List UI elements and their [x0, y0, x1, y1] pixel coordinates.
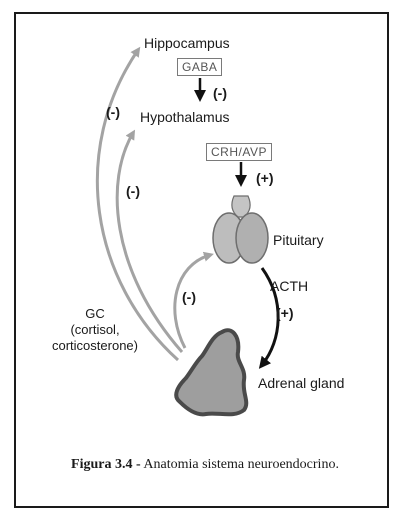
caption-figure-number: Figura 3.4 - [71, 457, 141, 472]
gc-line-2: (cortisol, [40, 322, 150, 338]
pituitary-feedback-sign: (-) [182, 290, 196, 304]
acth-label: ACTH [270, 279, 308, 293]
gaba-inhibit-sign: (-) [213, 86, 227, 100]
acth-stimulate-sign: (+) [276, 306, 294, 320]
hippocampus-feedback-sign: (-) [106, 105, 120, 119]
gc-label: GC (cortisol, corticosterone) [40, 306, 150, 354]
pituitary-gland [213, 196, 268, 263]
hypothalamus-feedback-sign: (-) [126, 184, 140, 198]
adrenal-gland [176, 330, 246, 414]
hypothalamus-label: Hypothalamus [140, 110, 230, 124]
gc-line-1: GC [40, 306, 150, 322]
adrenal-gland-label: Adrenal gland [258, 376, 344, 390]
caption-text: Anatomia sistema neuroendocrino. [143, 457, 339, 472]
hippocampus-label: Hippocampus [144, 36, 230, 50]
gc-line-3: corticosterone) [40, 338, 150, 354]
gaba-box: GABA [177, 58, 222, 76]
crh-stimulate-sign: (+) [256, 171, 274, 185]
figure-caption: Figura 3.4 - Anatomia sistema neuroendoc… [60, 455, 350, 475]
crh-avp-box: CRH/AVP [206, 143, 272, 161]
pituitary-label: Pituitary [273, 233, 324, 247]
